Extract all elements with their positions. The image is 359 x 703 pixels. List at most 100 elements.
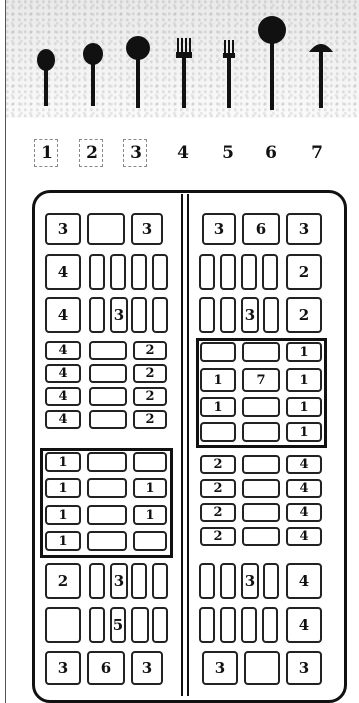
- slot-cell: 3: [131, 213, 163, 245]
- slot-cell: [152, 254, 168, 290]
- slot-cell: 2: [286, 297, 322, 333]
- slot-cell: 2: [200, 455, 236, 474]
- slot-cell: 3: [241, 563, 259, 599]
- slot-cell: 4: [45, 341, 81, 360]
- board-divider: [181, 194, 189, 696]
- slot-cell: [133, 531, 167, 551]
- slot-cell: [89, 410, 127, 429]
- slot-cell: [131, 297, 147, 333]
- slot-cell: 4: [286, 455, 322, 474]
- slot-cell: 4: [286, 503, 322, 522]
- slot-cell: [242, 479, 280, 498]
- slot-cell: 3: [110, 563, 128, 599]
- slot-cell: 2: [133, 387, 167, 406]
- slot-cell: 4: [286, 479, 322, 498]
- slot-cell: [89, 341, 127, 360]
- slot-cell: 2: [200, 479, 236, 498]
- utensil-label: 1: [36, 143, 58, 163]
- slot-cell: 1: [286, 422, 322, 442]
- slot-cell: 1: [286, 397, 322, 417]
- utensil-label: 4: [172, 143, 194, 163]
- ladle-icon: [124, 34, 152, 110]
- slot-cell: 4: [286, 527, 322, 546]
- slot-cell: 3: [202, 213, 236, 245]
- slot-cell: [262, 607, 278, 643]
- slot-cell: [133, 452, 167, 472]
- slot-cell: [242, 527, 280, 546]
- fork-icon: [218, 40, 240, 110]
- slot-cell: [199, 297, 215, 333]
- slot-cell: [199, 254, 215, 290]
- slot-cell: 1: [45, 505, 81, 525]
- slot-cell: 2: [133, 410, 167, 429]
- spoon-icon: [80, 42, 106, 108]
- utensil-label: 6: [260, 143, 282, 163]
- slot-cell: [241, 254, 257, 290]
- slot-cell: [263, 563, 279, 599]
- slot-cell: [242, 503, 280, 522]
- slot-cell: [220, 297, 236, 333]
- slot-cell: [110, 254, 126, 290]
- slot-cell: [87, 213, 125, 245]
- slot-cell: [199, 607, 215, 643]
- slot-cell: [220, 563, 236, 599]
- slot-cell: [87, 452, 127, 472]
- slot-cell: 5: [110, 607, 126, 643]
- slot-cell: 4: [286, 563, 322, 599]
- slot-cell: [89, 364, 127, 383]
- slot-cell: [152, 297, 168, 333]
- slot-cell: 3: [131, 651, 163, 685]
- slot-cell: [242, 422, 280, 442]
- slot-cell: [242, 342, 280, 362]
- slot-cell: [131, 607, 149, 643]
- slot-cell: 3: [286, 213, 322, 245]
- slot-cell: 2: [133, 341, 167, 360]
- slot-cell: 1: [45, 531, 81, 551]
- slot-cell: 2: [133, 364, 167, 383]
- slot-cell: [242, 397, 280, 417]
- utensil-label: 3: [125, 143, 147, 163]
- slot-cell: [220, 254, 236, 290]
- spoon-icon: [34, 48, 58, 108]
- slot-cell: 3: [202, 651, 238, 685]
- slot-cell: 3: [241, 297, 259, 333]
- slot-cell: 3: [45, 213, 81, 245]
- slot-cell: 3: [110, 297, 128, 333]
- slot-cell: 4: [45, 254, 81, 290]
- slot-cell: 3: [286, 651, 322, 685]
- slot-cell: [199, 563, 215, 599]
- slot-cell: [89, 563, 105, 599]
- slot-cell: [152, 563, 168, 599]
- slot-cell: [87, 478, 127, 498]
- slot-cell: [131, 563, 147, 599]
- slot-cell: 1: [200, 397, 236, 417]
- slot-cell: [89, 387, 127, 406]
- utensil-label: 2: [81, 143, 103, 163]
- slot-cell: [89, 607, 105, 643]
- slot-cell: 1: [45, 478, 81, 498]
- slot-cell: [200, 422, 236, 442]
- slot-cell: 4: [45, 410, 81, 429]
- slot-cell: 2: [200, 527, 236, 546]
- slot-cell: 1: [200, 368, 236, 392]
- fork-icon: [172, 38, 196, 110]
- slot-cell: 4: [286, 607, 322, 643]
- slot-cell: 2: [286, 254, 322, 290]
- slot-cell: [263, 297, 279, 333]
- spatula-icon: [306, 36, 336, 110]
- slot-cell: [244, 651, 280, 685]
- slot-cell: [87, 531, 127, 551]
- slot-cell: 1: [286, 368, 322, 392]
- slot-cell: [87, 505, 127, 525]
- ladle-icon: [256, 14, 288, 112]
- slot-cell: 4: [45, 364, 81, 383]
- slot-cell: 1: [133, 505, 167, 525]
- slot-cell: 1: [286, 342, 322, 362]
- slot-cell: [131, 254, 147, 290]
- slot-cell: [241, 607, 257, 643]
- slot-cell: 7: [242, 368, 280, 392]
- slot-cell: [200, 342, 236, 362]
- slot-cell: 6: [242, 213, 280, 245]
- slot-cell: 1: [133, 478, 167, 498]
- slot-cell: [45, 607, 81, 643]
